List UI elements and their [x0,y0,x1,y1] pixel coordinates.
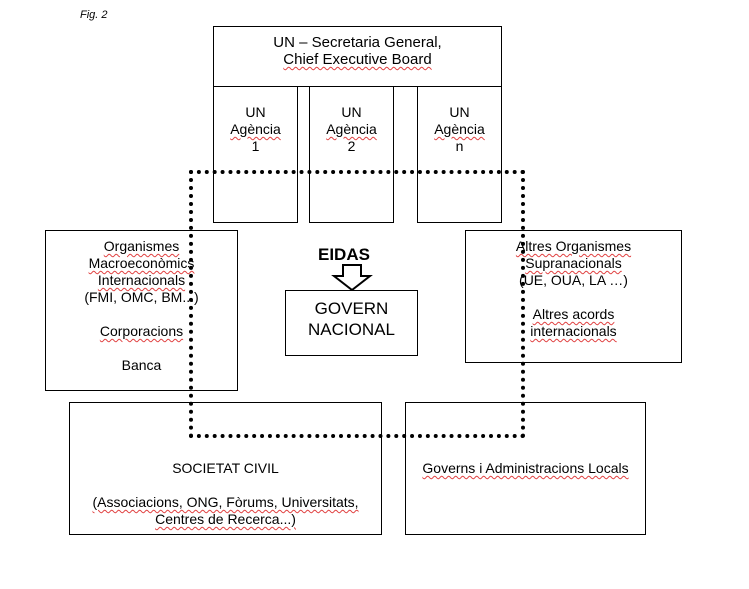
un-agency-n-box: UN Agència n [417,86,502,223]
corporacions-label: Corporacions [99,323,184,339]
agency-label-agencia: Agència [230,121,281,137]
supra-orgs-line1: Altres Organismes [515,238,632,254]
supra-orgs-line2: Supranacionals [525,255,622,271]
un-secretariat-box: UN – Secretaria General, Chief Executive… [213,26,502,87]
supra-orgs-line3: (UE, OUA, LA …) [519,272,628,288]
govern-line2: NACIONAL [308,320,395,339]
un-secretariat-line1: UN – Secretaria General, [273,34,442,51]
governs-locals-box: Governs i Administracions Locals [405,402,646,535]
societat-title: SOCIETAT CIVIL [172,460,279,476]
agency-label-agencia: Agència [326,121,377,137]
macro-orgs-line3: Internacionals [97,272,186,288]
macro-orgs-box: Organismes Macroeconòmics Internacionals… [45,230,238,391]
societat-civil-box: SOCIETAT CIVIL (Associacions, ONG, Fòrum… [69,402,382,535]
macro-orgs-line2: Macroeconòmics [88,255,195,271]
macro-orgs-line4: (FMI, OMC, BM...) [84,289,199,305]
un-secretariat-line2: Chief Executive Board [283,51,432,68]
dotted-boundary [189,170,525,438]
agency-number: n [455,138,464,154]
supra-orgs-box: Altres Organismes Supranacionals (UE, OU… [465,230,682,363]
agency-label-un: UN [245,104,266,120]
supra-orgs-line4: Altres acords [532,306,615,322]
macro-orgs-line1: Organismes [103,238,180,254]
figure-label: Fig. 2 [80,9,108,21]
supra-orgs-line5: internacionals [530,323,617,339]
govern-line1: GOVERN [314,299,389,318]
agency-label-un: UN [341,104,362,120]
agency-label-un: UN [449,104,470,120]
spacer [70,477,381,494]
down-arrow-icon [331,264,373,292]
governs-locals-label: Governs i Administracions Locals [422,460,629,476]
banca-label: Banca [121,357,162,373]
un-agency-1-box: UN Agència 1 [213,86,298,223]
societat-line2: Centres de Recerca...) [155,511,296,527]
agency-number: 2 [347,138,356,154]
un-agency-2-box: UN Agència 2 [309,86,394,223]
agency-number: 1 [251,138,260,154]
eidas-label: EIDAS [318,245,370,264]
agency-label-agencia: Agència [434,121,485,137]
govern-nacional-box: GOVERN NACIONAL [285,290,418,356]
societat-line1: (Associacions, ONG, Fòrums, Universitats… [92,494,359,510]
